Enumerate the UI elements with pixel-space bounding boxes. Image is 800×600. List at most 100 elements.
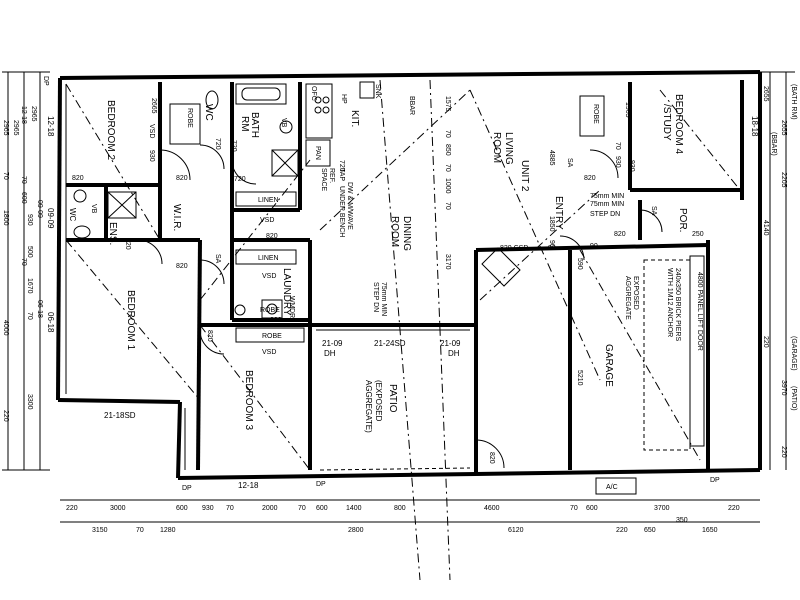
dim-left-3: 1800 xyxy=(2,210,9,226)
label-linen-1: LINEN xyxy=(258,197,279,204)
door-14: 820 xyxy=(270,317,282,324)
dim-bottom1-2: 3000 xyxy=(110,505,126,512)
room-room: ROOM xyxy=(491,132,502,163)
dim-int-1: 1575 xyxy=(444,96,451,112)
door-5: 720 xyxy=(124,238,131,250)
door-8: 820 xyxy=(206,330,213,342)
label-dr: DR xyxy=(288,308,295,318)
shower xyxy=(271,149,299,177)
label-step-dn-1: 75mm MIN xyxy=(590,201,624,208)
dim-right-6: 3970 xyxy=(780,380,787,396)
room-bedroom1: BEDROOM 1 xyxy=(125,290,136,350)
dim-bottom2-4: 2800 xyxy=(348,527,364,534)
door-2: 720 xyxy=(230,140,237,152)
ceiling-lines xyxy=(65,79,741,581)
window-w8-dh: DH xyxy=(448,349,460,358)
bathtub xyxy=(235,83,287,105)
window-w6-dh: DH xyxy=(324,349,336,358)
dim-bottom1-4: 930 xyxy=(202,505,214,512)
dim-left-6: 1670 xyxy=(26,278,33,294)
linen-2-box xyxy=(235,249,297,265)
room-rm: RM xyxy=(239,116,250,132)
room-por: POR. xyxy=(677,208,688,232)
dim-bottom1-8: 600 xyxy=(316,505,328,512)
dim-bottom1-6: 2000 xyxy=(262,505,278,512)
window-codes: 12-18 18-18 09-09 06-18 21-18SD 21-09 DH… xyxy=(46,116,759,490)
dim-int-7: 3170 xyxy=(444,254,451,270)
dim-bottom2-5: 6120 xyxy=(508,527,524,534)
door-11: 820 xyxy=(614,231,626,238)
label-tap: TAP xyxy=(338,168,345,181)
label-step-dn-3: 75mm MIN xyxy=(380,282,387,316)
label-robe-b4: ROBE xyxy=(592,104,599,124)
dim-left-code-5: 70 xyxy=(20,258,27,266)
label-wm: WM xyxy=(288,296,295,309)
door-sizes: 720 720 720 820 720 820 820 820 820 930 … xyxy=(72,138,635,464)
door-15: 820 xyxy=(584,175,596,182)
door-4: 820 xyxy=(176,175,188,182)
robe-b2-box xyxy=(169,103,201,145)
window-w4: 06-18 xyxy=(46,312,55,333)
label-dp-4: DP xyxy=(710,477,720,484)
dim-left-code-4: 09-09 xyxy=(36,200,43,218)
csd-door xyxy=(481,247,521,287)
room-laundry: LAUNDRY xyxy=(281,268,292,316)
dim-right-2: 2655 xyxy=(780,120,787,136)
label-dp-3: DP xyxy=(316,481,326,488)
room-wir: W.I.R. xyxy=(171,204,182,231)
label-sa-2: SA xyxy=(566,158,573,168)
kitchen-bench xyxy=(305,83,333,139)
room-bedroom3: BEDROOM 3 xyxy=(243,370,254,430)
door-13: 820 xyxy=(488,452,495,464)
fixtures xyxy=(73,81,705,495)
label-vsd-2: VSD xyxy=(262,273,276,280)
dim-int-17: 250 xyxy=(692,231,704,238)
dim-int-13: 70 xyxy=(614,142,621,150)
dim-left-1: 2965 xyxy=(2,120,9,136)
room-entry: ENTRY xyxy=(553,196,564,230)
room-living: LIVING xyxy=(503,132,514,165)
washer-icon xyxy=(234,304,246,316)
dim-left-4: 930 xyxy=(26,214,33,226)
label-robe-b2: ROBE xyxy=(186,108,193,128)
dim-bottom1-5: 70 xyxy=(226,505,234,512)
dim-bottom2-6: 220 xyxy=(616,527,628,534)
dim-right-1: 2655 xyxy=(762,86,769,102)
bath-basin-icon xyxy=(279,120,293,134)
fixture-labels: ROBE ROBE ROBE ROBE LINEN LINEN VSD VSD … xyxy=(42,76,720,492)
dim-int-10: 90 xyxy=(548,240,555,248)
dim-left-2: 70 xyxy=(2,172,9,180)
label-ref: REF. xyxy=(328,168,335,183)
label-dp-2: DP xyxy=(182,485,192,492)
dim-bottom1-13: 600 xyxy=(586,505,598,512)
label-vsd-4: VSD xyxy=(148,124,155,138)
label-vb-2: VB xyxy=(280,118,287,128)
room-bedroom2: BEDROOM 2 xyxy=(105,100,116,160)
room-wc1: WC xyxy=(203,104,214,121)
room-labels: BEDROOM 2 WC BATH RM KIT. LIVING ROOM UN… xyxy=(68,94,688,433)
dim-int-18: 75mm MIN xyxy=(590,193,624,200)
dim-right-4: 4140 xyxy=(762,220,769,236)
window-w5: 21-18SD xyxy=(104,411,136,420)
ensuite-shower xyxy=(107,191,137,219)
room-dining: DINING xyxy=(401,216,412,251)
room-garage-sub1: EXPOSED xyxy=(632,276,639,310)
outer-walls xyxy=(56,70,762,480)
label-sa-1: SA xyxy=(214,254,221,264)
robe-b4-box xyxy=(579,95,605,137)
dim-bottom2-1: 3150 xyxy=(92,527,108,534)
dim-bottom-extra-1: 350 xyxy=(676,517,688,524)
dim-int-15: 1965 xyxy=(624,102,631,118)
garage-door-track xyxy=(689,255,705,447)
window-w1: 12-18 xyxy=(46,116,55,137)
door-swings xyxy=(137,144,663,469)
dim-int-14: 930 xyxy=(614,156,621,168)
dim-int-2: 70 xyxy=(444,130,451,138)
room-study: /STUDY xyxy=(661,104,672,141)
room-patio: PATIO xyxy=(387,384,398,413)
window-w8: 21-09 xyxy=(440,339,461,348)
room-garage-sub2: AGGREGATE xyxy=(624,276,631,320)
label-vsd-1: VSD xyxy=(260,217,274,224)
dim-top-left-2: 2965 xyxy=(12,120,19,136)
